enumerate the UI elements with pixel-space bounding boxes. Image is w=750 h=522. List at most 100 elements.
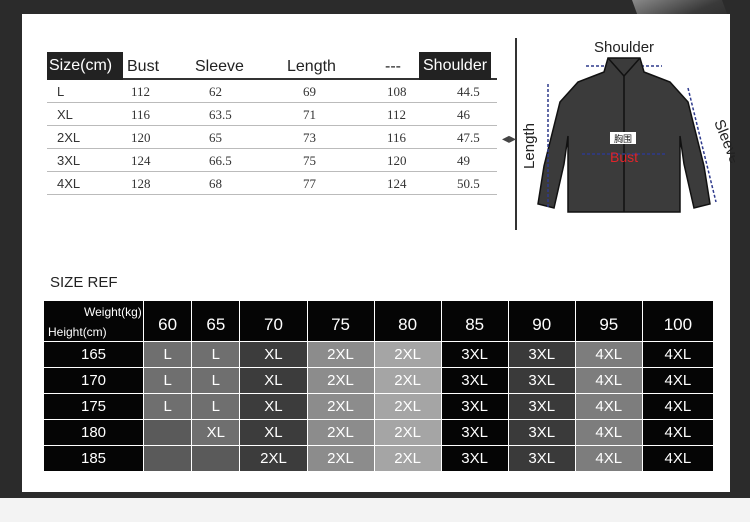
size-table-row: XL 116 63.5 71 112 46: [47, 103, 497, 126]
size-cell: 2XL: [306, 419, 375, 446]
weight-axis-label: Weight(kg): [84, 305, 142, 319]
size-cell: 2XL: [373, 445, 442, 472]
size-table-cell: XL: [57, 107, 73, 122]
weight-header-cell: 95: [574, 300, 643, 342]
bust-cn-label: 胸围: [614, 133, 632, 145]
height-cell: 180: [43, 419, 144, 446]
size-cell: 3XL: [507, 445, 576, 472]
size-table-cell: 47.5: [457, 130, 480, 145]
size-cell: L: [191, 393, 241, 420]
sleeve-arrow: [687, 87, 717, 203]
weight-header-cell: 65: [191, 300, 241, 342]
size-table-cell: 128: [131, 176, 151, 191]
height-cell: 185: [43, 445, 144, 472]
size-cell: 3XL: [440, 419, 509, 446]
size-cell: 4XL: [574, 367, 643, 394]
bust-label: Bust: [610, 149, 638, 165]
size-cell: 4XL: [641, 393, 715, 420]
weight-header-cell: 85: [440, 300, 509, 342]
size-table-cell: 71: [303, 107, 316, 122]
size-table-cell: 124: [131, 153, 151, 168]
length-label: Length: [521, 123, 538, 169]
size-cell: [191, 445, 241, 472]
size-table-cell: 68: [209, 176, 222, 191]
size-table-cell: L: [57, 84, 65, 99]
size-cell: [142, 419, 193, 446]
size-table-cell: 116: [387, 130, 407, 145]
size-cell: 2XL: [306, 341, 375, 368]
size-table-cell: 73: [303, 130, 316, 145]
size-cell: L: [191, 341, 241, 368]
size-cell: 2XL: [306, 445, 375, 472]
size-cell: 3XL: [507, 419, 576, 446]
size-cell: XL: [191, 419, 241, 446]
size-cell: 4XL: [641, 445, 715, 472]
size-table-cell: 63.5: [209, 107, 232, 122]
header-bust: Bust: [127, 58, 160, 75]
size-table-cell: 112: [131, 84, 151, 99]
size-cell: [142, 445, 193, 472]
header-size: Size(cm): [47, 52, 123, 80]
weight-header-cell: 75: [306, 300, 375, 342]
divider-line: [515, 38, 517, 230]
size-cell: 4XL: [574, 393, 643, 420]
size-table-cell: 62: [209, 84, 222, 99]
size-cell: 2XL: [373, 367, 442, 394]
size-ref-title: SIZE REF: [50, 274, 118, 291]
size-table-cell: 77: [303, 176, 316, 191]
size-cell: 4XL: [574, 341, 643, 368]
height-cell: 165: [43, 341, 144, 368]
size-table-cell: 4XL: [57, 176, 81, 191]
size-table-cell: 3XL: [57, 153, 81, 168]
height-cell: 170: [43, 367, 144, 394]
grid-corner: Weight(kg) Height(cm): [43, 300, 144, 342]
size-table-cell: 75: [303, 153, 316, 168]
weight-header-cell: 80: [373, 300, 442, 342]
weight-header-cell: 90: [507, 300, 576, 342]
size-cell: 4XL: [641, 419, 715, 446]
size-table-cell: 120: [387, 153, 407, 168]
size-cell: L: [142, 341, 193, 368]
header-dash: ---: [385, 58, 401, 75]
size-cell: 3XL: [507, 367, 576, 394]
size-cell: XL: [239, 341, 308, 368]
size-cell: 3XL: [440, 393, 509, 420]
size-cell: L: [191, 367, 241, 394]
size-cell: L: [142, 367, 193, 394]
shoulder-label: Shoulder: [594, 39, 654, 56]
weight-header-cell: 60: [142, 300, 193, 342]
size-cell: 2XL: [306, 393, 375, 420]
size-table-cell: 112: [387, 107, 407, 122]
bottom-strip: [0, 498, 750, 522]
size-cell: XL: [239, 393, 308, 420]
size-table-cell: 46: [457, 107, 470, 122]
size-table-cell: 108: [387, 84, 407, 99]
size-cell: 4XL: [574, 419, 643, 446]
size-table-header: Size(cm) Bust Sleeve Length --- Shoulder: [47, 52, 497, 80]
size-table-cell: 116: [131, 107, 151, 122]
size-cell: 3XL: [507, 393, 576, 420]
header-shoulder: Shoulder: [419, 52, 492, 80]
right-dark-band: [730, 0, 750, 270]
weight-header-cell: 70: [239, 300, 308, 342]
size-cell: 3XL: [440, 341, 509, 368]
header-length: Length: [287, 58, 336, 75]
size-table-cell: 2XL: [57, 130, 81, 145]
size-cell: L: [142, 393, 193, 420]
size-cell: XL: [239, 367, 308, 394]
bust-cn-box: [610, 132, 636, 144]
size-table-cell: 65: [209, 130, 222, 145]
weight-header-cell: 100: [641, 300, 715, 342]
size-cell: 2XL: [373, 419, 442, 446]
size-cell: 3XL: [507, 341, 576, 368]
size-table-cell: 66.5: [209, 153, 232, 168]
double-arrow-icon: ◂▸: [502, 130, 517, 146]
